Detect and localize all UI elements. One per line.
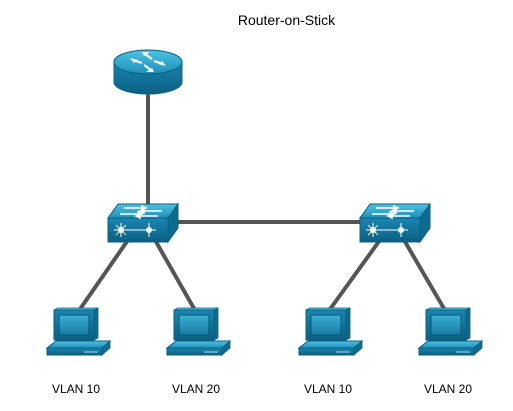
pc-1-label: VLAN 10 (51, 382, 101, 396)
link-switch-pc2 (153, 238, 198, 314)
switch-left-icon (107, 202, 179, 244)
pc-2-icon (165, 307, 232, 356)
router-icon (113, 49, 183, 95)
link-switch-pc4 (402, 238, 448, 314)
pc-4-icon (417, 307, 484, 356)
pc-3-label: VLAN 10 (303, 382, 353, 396)
link-switch-pc3 (326, 238, 382, 314)
link-switch-pc1 (76, 238, 130, 314)
links (76, 94, 448, 314)
diagram-title-text: Router-on-Stick (237, 12, 336, 28)
diagram-title: Router-on-Stick (0, 12, 513, 28)
pc-1-icon (45, 307, 112, 356)
pc-2-label: VLAN 20 (171, 382, 221, 396)
switch-right-icon (359, 202, 431, 244)
pc-4-label: VLAN 20 (423, 382, 473, 396)
pc-3-icon (297, 307, 364, 356)
